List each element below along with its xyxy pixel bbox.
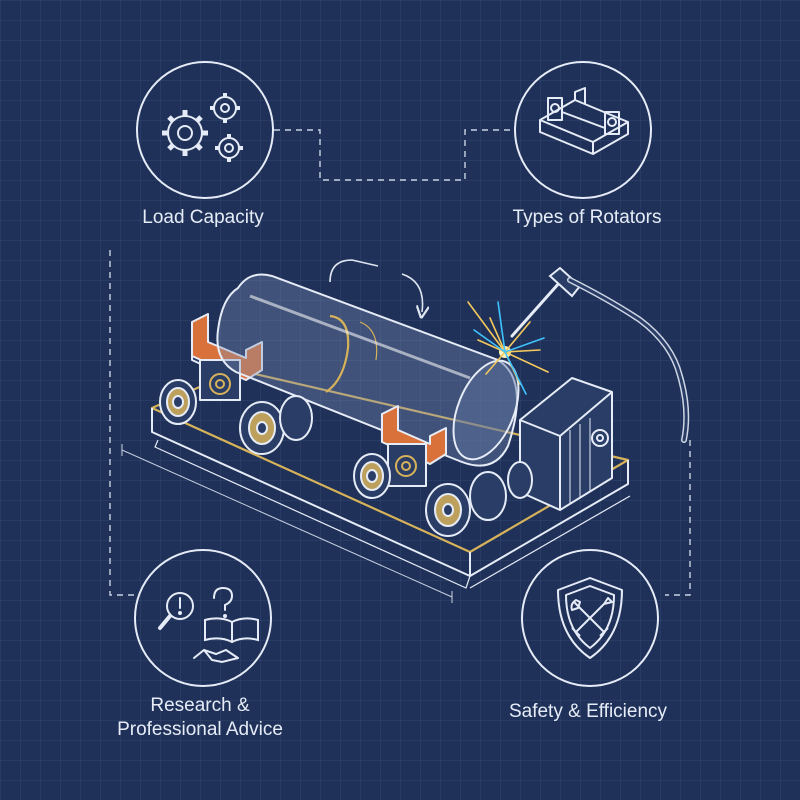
rollers: [159, 379, 533, 537]
label-load-capacity: Load Capacity: [142, 207, 264, 228]
label-types-of-rotators: Types of Rotators: [512, 207, 662, 228]
welding-torch: [510, 266, 690, 443]
roller-front-right: [425, 461, 533, 537]
research-node: [134, 549, 272, 687]
dashed-connectors: [109, 129, 691, 596]
pipe-cylinder: [216, 273, 520, 467]
types-of-rotators-node: [514, 61, 652, 199]
welding-sparks: [467, 301, 549, 395]
dimension-lines: [121, 444, 453, 603]
rotation-arrow: [329, 259, 423, 312]
label-research-line2: Professional Advice: [117, 719, 283, 740]
label-safety-efficiency: Safety & Efficiency: [508, 701, 668, 722]
roller-front-left: [353, 453, 391, 499]
label-research-line1: Research &: [150, 695, 250, 716]
front-saddle-bracket: [381, 405, 447, 487]
motor-housing: [519, 377, 613, 511]
label-research-advice: Research & Professional Advice: [100, 694, 300, 742]
load-capacity-node: [136, 61, 274, 199]
drive-gears: [209, 373, 417, 477]
rotator-frame-icon: [539, 87, 629, 155]
shield-tools-icon: [557, 577, 623, 659]
safety-efficiency-node: [521, 549, 659, 687]
gears-icon: [162, 93, 243, 162]
roller-rear-right: [239, 395, 313, 455]
roller-rear-left: [159, 379, 197, 425]
magnifier-book-handshake-icon: [158, 586, 259, 664]
